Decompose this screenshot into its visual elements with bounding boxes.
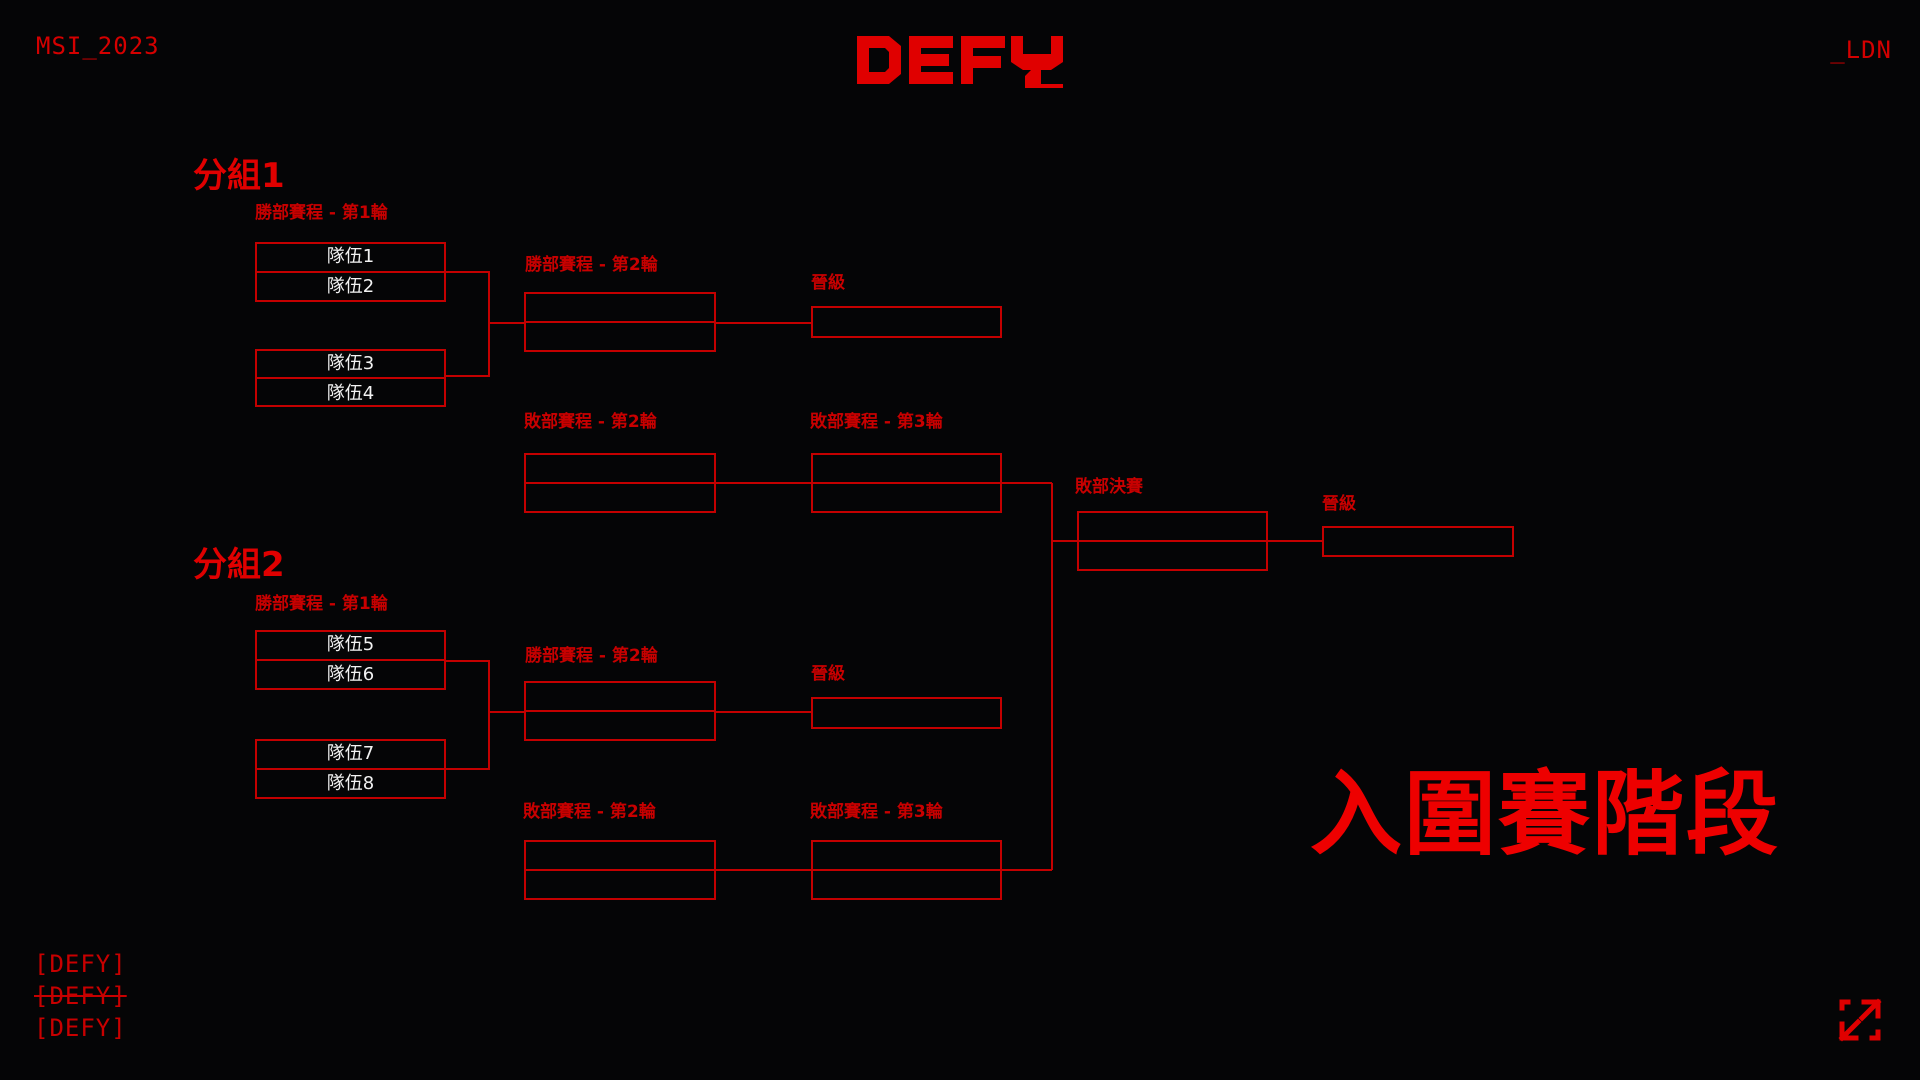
group-2-advance-label: 晉級: [811, 664, 845, 684]
team-slot[interactable]: 隊伍8: [326, 773, 375, 794]
group-1-advance-label: 晉級: [811, 273, 845, 293]
group-1-winners-r2-label: 勝部賽程 - 第2輪: [525, 255, 658, 275]
match-card[interactable]: [1077, 511, 1268, 571]
match-card[interactable]: [811, 453, 1002, 513]
match-card[interactable]: [524, 292, 716, 352]
event-code: MSI_2023: [36, 32, 160, 60]
match-card[interactable]: 隊伍3 隊伍4: [255, 349, 446, 407]
match-card[interactable]: 隊伍5 隊伍6: [255, 630, 446, 690]
group-2-losers-r2-label: 敗部賽程 - 第2輪: [523, 802, 656, 822]
stage-title: 入圍賽階段: [1310, 761, 1781, 868]
team-slot[interactable]: 隊伍3: [326, 353, 375, 374]
group-2-title: 分組2: [193, 545, 285, 585]
expand-arrows-icon[interactable]: [1838, 998, 1882, 1042]
match-card[interactable]: [524, 453, 716, 513]
match-card[interactable]: 隊伍1 隊伍2: [255, 242, 446, 302]
team-slot[interactable]: 隊伍2: [326, 276, 375, 297]
match-card[interactable]: [524, 840, 716, 900]
match-card[interactable]: [811, 840, 1002, 900]
defy-logo: [855, 32, 1065, 88]
group-2-winners-r1-label: 勝部賽程 - 第1輪: [255, 594, 388, 614]
advance-slot[interactable]: [811, 697, 1002, 729]
team-slot[interactable]: 隊伍6: [326, 664, 375, 685]
tagline: [DEFY]: [34, 1014, 127, 1042]
advance-slot[interactable]: [1322, 526, 1514, 557]
losers-final-advance-label: 晉級: [1322, 494, 1356, 514]
group-1-title: 分組1: [193, 156, 285, 196]
group-1-losers-r3-label: 敗部賽程 - 第3輪: [810, 412, 943, 432]
group-2-winners-r2-label: 勝部賽程 - 第2輪: [525, 646, 658, 666]
group-1-winners-r1-label: 勝部賽程 - 第1輪: [255, 203, 388, 223]
tagline: [DEFY]: [34, 950, 127, 978]
group-1-losers-r2-label: 敗部賽程 - 第2輪: [524, 412, 657, 432]
team-slot[interactable]: 隊伍4: [326, 383, 375, 404]
advance-slot[interactable]: [811, 306, 1002, 338]
location-code: _LDN: [1830, 36, 1892, 64]
tagline-struck: [DEFY]: [34, 982, 127, 1010]
match-card[interactable]: [524, 681, 716, 741]
team-slot[interactable]: 隊伍5: [326, 634, 375, 655]
team-slot[interactable]: 隊伍7: [326, 743, 375, 764]
match-card[interactable]: 隊伍7 隊伍8: [255, 739, 446, 799]
group-2-losers-r3-label: 敗部賽程 - 第3輪: [810, 802, 943, 822]
losers-final-label: 敗部決賽: [1075, 477, 1143, 497]
team-slot[interactable]: 隊伍1: [326, 246, 375, 267]
